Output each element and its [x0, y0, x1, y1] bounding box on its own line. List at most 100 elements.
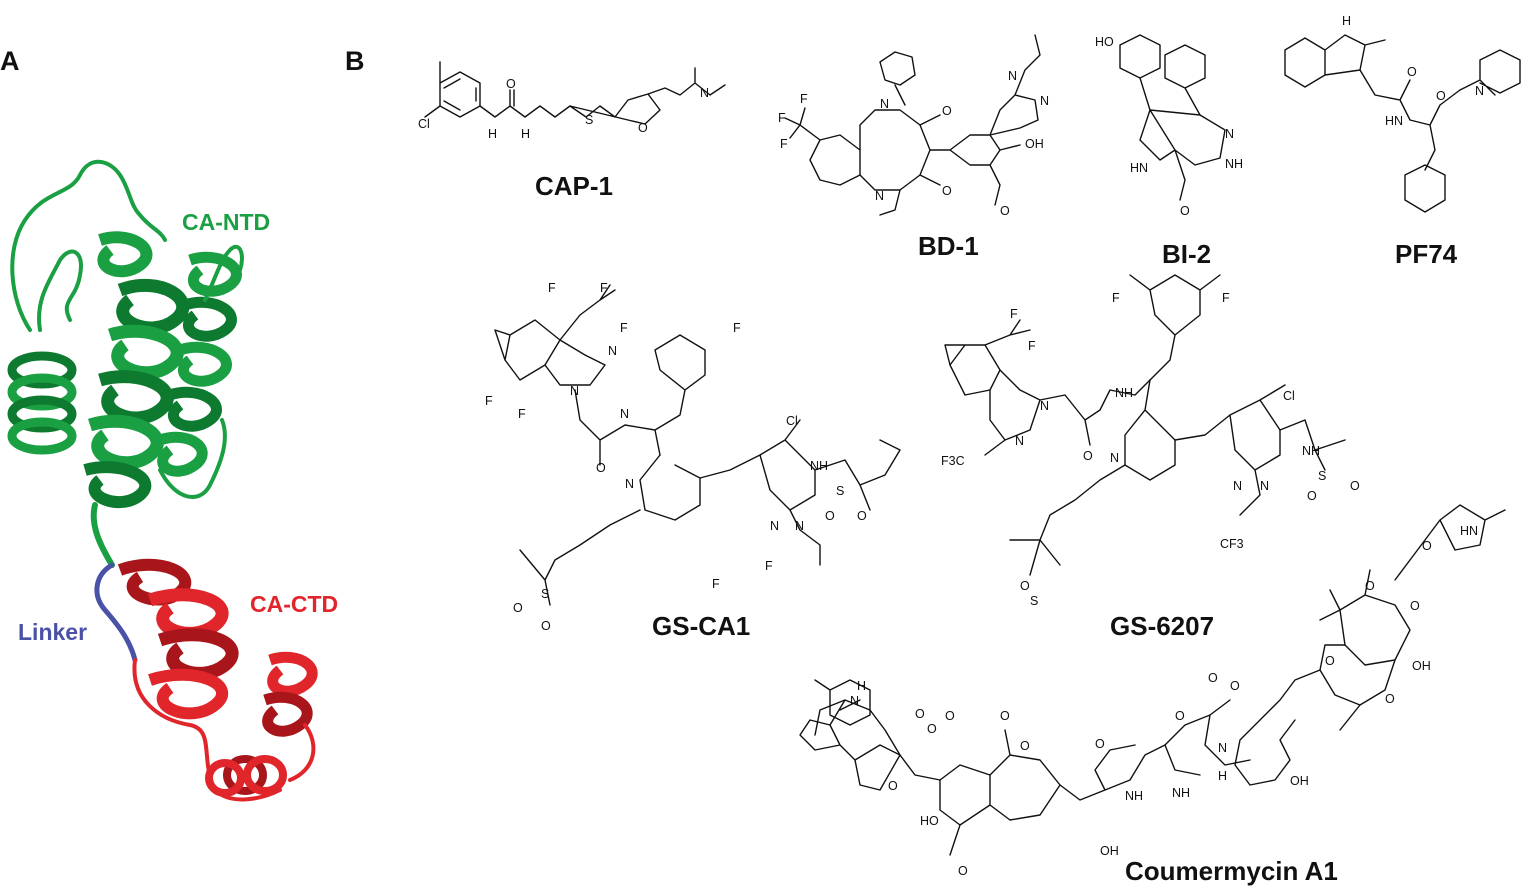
- bd1-f2: F: [780, 137, 788, 151]
- ntd-helix-core: [83, 231, 242, 509]
- bd1-n4: N: [1040, 94, 1049, 108]
- structure-gs-6207: F F F3C N N O NH F F N Cl NH S O O N N C…: [941, 274, 1360, 608]
- structure-coumermycin-a1: HN O O O O OH O O O N H OH O NH O NH O O…: [799, 504, 1506, 878]
- ntd-loop-right: [158, 244, 244, 499]
- gsca1-f8: F: [765, 559, 773, 573]
- gs6207-n3: N: [1110, 451, 1119, 465]
- gs6207-f3c: F3C: [941, 454, 965, 468]
- gs6207-n1: N: [1015, 434, 1024, 448]
- gsca1-cl: Cl: [786, 414, 798, 428]
- gs6207-f4: F: [1112, 291, 1120, 305]
- gs6207-f5: F: [1222, 291, 1230, 305]
- gs6207-s2: S: [1030, 594, 1038, 608]
- bi2-hn: HN: [1130, 161, 1148, 175]
- gsca1-n2: N: [570, 384, 579, 398]
- pf74-o1: O: [1407, 65, 1417, 79]
- coum-o9: O: [1095, 737, 1105, 751]
- gsca1-o5: O: [541, 619, 551, 633]
- bd1-f3: F: [800, 92, 808, 106]
- bd1-n1: N: [880, 97, 889, 111]
- gsca1-f4: F: [518, 407, 526, 421]
- cap1-cl: Cl: [418, 117, 430, 131]
- structure-pf74: H O HN O N: [1284, 14, 1521, 213]
- name-bd-1: BD-1: [918, 231, 979, 261]
- panel-b: B Cl H H O S O N CAP-1 N N O O F: [345, 14, 1521, 886]
- ntd-ribbon: [7, 159, 244, 568]
- coum-nh1: N: [1218, 741, 1227, 755]
- panel-b-letter: B: [345, 46, 365, 76]
- capsid-protein-ribbon: [7, 159, 318, 802]
- gsca1-f3: F: [485, 394, 493, 408]
- structure-gs-ca1: F F F F N N F F N O N Cl NH S O O N N F …: [485, 281, 901, 633]
- coum-n: N: [850, 694, 859, 708]
- coum-o3: O: [1365, 579, 1375, 593]
- gsca1-s2: S: [541, 587, 549, 601]
- gs6207-o: O: [1083, 449, 1093, 463]
- gsca1-o1: O: [596, 461, 606, 475]
- coum-o2: O: [1410, 599, 1420, 613]
- bd1-n3: N: [1008, 69, 1017, 83]
- structure-bi-2: HO N NH HN O: [1095, 34, 1243, 218]
- ntd-loop-top: [10, 159, 167, 332]
- coum-hn1: HN: [1460, 524, 1478, 538]
- gsca1-n4: N: [770, 519, 779, 533]
- bd1-o2: O: [942, 184, 952, 198]
- pf74-hn: HN: [1385, 114, 1403, 128]
- ntd-helix-left: [7, 351, 77, 455]
- coum-o5: O: [1385, 692, 1395, 706]
- bi2-o: O: [1180, 204, 1190, 218]
- gs6207-n4: N: [1233, 479, 1242, 493]
- ctd-ribbon: [117, 558, 318, 802]
- linker-segment: [94, 562, 138, 663]
- gsca1-o2: O: [825, 509, 835, 523]
- bd1-f1: F: [778, 111, 786, 125]
- cap1-o2: O: [638, 121, 648, 135]
- coum-o12: O: [958, 864, 968, 878]
- coum-hn2: NH: [1172, 786, 1190, 800]
- pf74-nh: H: [1342, 14, 1351, 28]
- name-coumermycin-a1: Coumermycin A1: [1125, 856, 1338, 886]
- coum-o4: O: [1325, 654, 1335, 668]
- name-gs-6207: GS-6207: [1110, 611, 1214, 641]
- coum-ho: HO: [920, 814, 939, 828]
- gsca1-nh: N: [620, 407, 629, 421]
- label-ca-ctd: CA-CTD: [250, 591, 338, 617]
- bd1-n2: N: [875, 189, 884, 203]
- coum-oh2: OH: [1290, 774, 1309, 788]
- gs6207-o3: O: [1350, 479, 1360, 493]
- structure-cap-1: Cl H H O S O N: [418, 61, 726, 141]
- gs6207-o4: O: [1020, 579, 1030, 593]
- gs6207-cl: Cl: [1283, 389, 1295, 403]
- name-gs-ca1: GS-CA1: [652, 611, 750, 641]
- pf74-n: N: [1475, 84, 1484, 98]
- gs6207-n2: N: [1040, 399, 1049, 413]
- gs6207-f1: F: [1010, 307, 1018, 321]
- gsca1-n1: N: [608, 344, 617, 358]
- coum-o8: O: [1175, 709, 1185, 723]
- pf74-o2: O: [1436, 89, 1446, 103]
- coum-o7: O: [1230, 679, 1240, 693]
- gsca1-o3: O: [857, 509, 867, 523]
- cap1-h1: H: [488, 127, 497, 141]
- coum-o15: O: [915, 707, 925, 721]
- coum-oh1: OH: [1412, 659, 1431, 673]
- gsca1-n5: N: [795, 519, 804, 533]
- gs6207-o2: O: [1307, 489, 1317, 503]
- bi2-n1: N: [1225, 127, 1234, 141]
- ctd-helix-bottom: [205, 755, 287, 797]
- gsca1-nh2: NH: [810, 459, 828, 473]
- coum-nh2: NH: [1125, 789, 1143, 803]
- name-cap-1: CAP-1: [535, 171, 613, 201]
- gs6207-nh2: NH: [1302, 444, 1320, 458]
- coum-o1: O: [1422, 539, 1432, 553]
- coum-oh3: OH: [1100, 844, 1119, 858]
- coum-o10: O: [1000, 709, 1010, 723]
- bd1-o1: O: [942, 104, 952, 118]
- panel-a-letter: A: [0, 46, 20, 76]
- cap1-n: N: [700, 86, 709, 100]
- coum-o16: O: [945, 709, 955, 723]
- coum-o11: O: [1020, 739, 1030, 753]
- name-bi-2: BI-2: [1162, 239, 1211, 269]
- gsca1-f1: F: [548, 281, 556, 295]
